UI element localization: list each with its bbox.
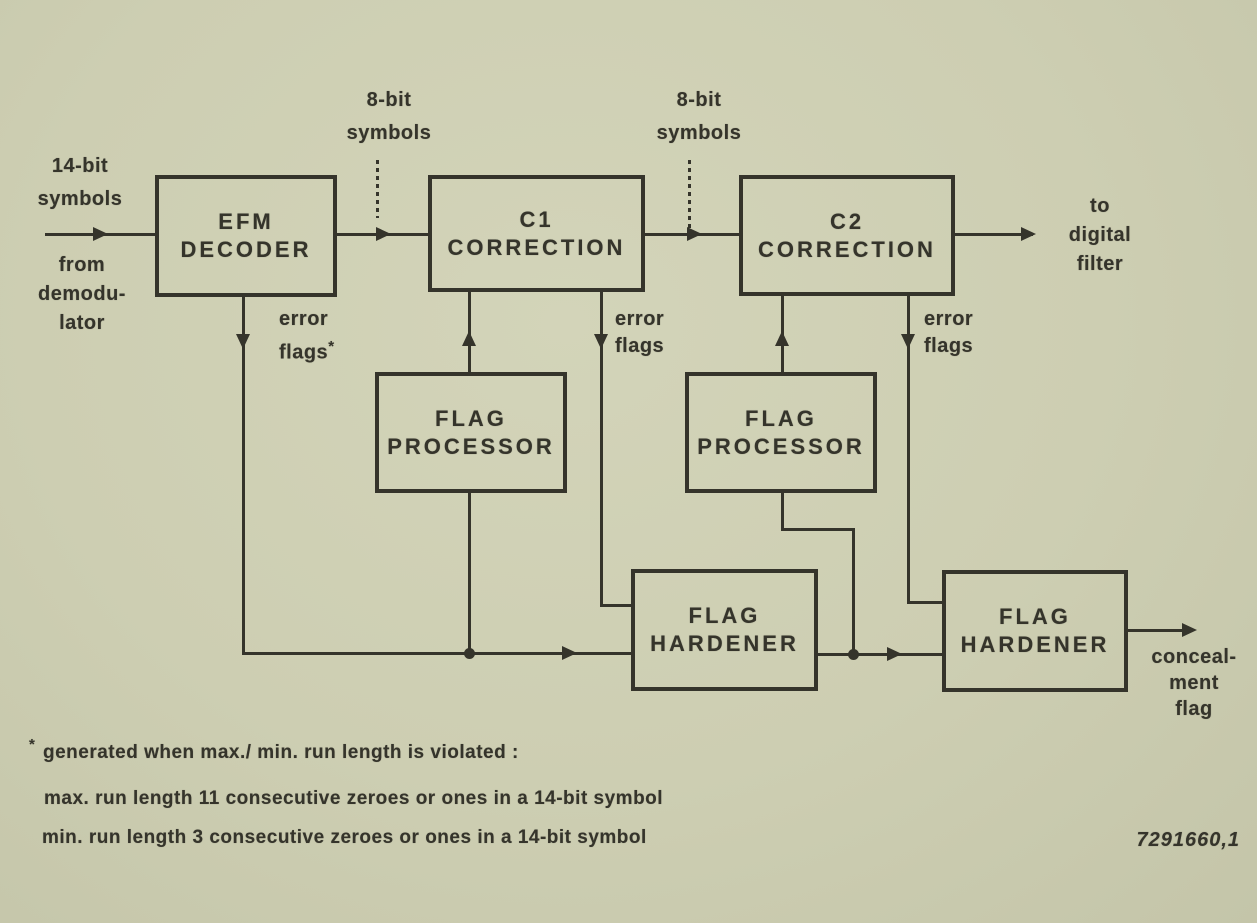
block-flag-processor-2: FLAG PROCESSOR [685, 372, 877, 493]
wire-c1-error-bend [600, 604, 633, 607]
arrow-right-input-icon [93, 227, 108, 241]
label-concealment-flag-line3: flag [1175, 698, 1213, 720]
label-from-demodulator: from demodu- lator [12, 251, 152, 338]
dotted-line-8bit-1 [376, 160, 379, 218]
block-c2-correction: C2 CORRECTION [739, 175, 955, 296]
block-flag-hardener-2-line2: HARDENER [960, 632, 1110, 657]
wire-c1-error-flags-drop [600, 292, 603, 607]
label-8-bit-symbols-1: 8-bit symbols [328, 84, 450, 150]
block-flag-processor-2-line1: FLAG [745, 405, 817, 431]
block-efm-decoder-line2: DECODER [180, 237, 312, 262]
wire-c2-error-bend [907, 601, 944, 604]
label-from-demodulator-line2: demodu- [38, 283, 126, 305]
label-8-bit-symbols-1-line2: symbols [346, 122, 432, 144]
label-error-flags-efm: error flags* [279, 306, 389, 367]
block-flag-processor-1-line2: PROCESSOR [387, 433, 555, 459]
label-14-bit-symbols-line1: 14-bit [51, 155, 109, 177]
label-error-flags-c1-line1: error [615, 308, 665, 330]
block-flag-hardener-2-line1: FLAG [999, 604, 1071, 629]
junction-dot-fp1-bus [464, 648, 475, 659]
label-14-bit-symbols-line2: symbols [37, 188, 123, 210]
footnote-line1: generated when max./ min. run length is … [43, 742, 519, 763]
label-14-bit-symbols: 14-bit symbols [15, 150, 145, 216]
arrow-down-efm-error-icon [236, 334, 250, 349]
label-error-flags-efm-line1: error [279, 308, 329, 330]
arrow-down-c1-error-icon [594, 334, 608, 349]
label-8-bit-symbols-1-line1: 8-bit [366, 89, 412, 111]
footnote-line3: min. run length 3 consecutive zeroes or … [42, 827, 647, 848]
junction-dot-fp2-bus [848, 649, 859, 660]
arrow-up-fp2-c2-icon [775, 331, 789, 346]
wire-fp2-drop-1 [781, 493, 784, 531]
wire-fh1-to-fh2 [818, 653, 944, 656]
wire-fp2-jog [783, 528, 855, 531]
label-error-flags-c1-line2: flags [615, 335, 665, 357]
footnote-marker: * [29, 736, 36, 753]
label-concealment-flag-line2: ment [1169, 672, 1219, 694]
label-to-digital-filter-line2: digital [1068, 224, 1132, 246]
block-c1-correction-line2: CORRECTION [447, 234, 626, 260]
label-to-digital-filter-line1: to [1090, 195, 1110, 217]
wire-flag-bus [243, 652, 631, 655]
block-efm-decoder-line1: EFM [218, 209, 274, 234]
label-error-flags-c2-line1: error [924, 308, 974, 330]
block-flag-hardener-2: FLAG HARDENER [942, 570, 1128, 692]
block-c2-correction-line2: CORRECTION [758, 236, 936, 262]
arrow-right-c1-c2-icon [687, 227, 702, 241]
block-flag-processor-2-line2: PROCESSOR [697, 433, 865, 459]
arrow-right-c2-output-icon [1021, 227, 1036, 241]
block-flag-processor-1-line1: FLAG [435, 405, 507, 431]
label-concealment-flag-line1: conceal- [1151, 646, 1237, 668]
block-efm-decoder: EFM DECODER [155, 175, 337, 297]
block-flag-hardener-1-line1: FLAG [688, 603, 761, 628]
wire-c2-error-flags-drop [907, 296, 910, 604]
label-error-flags-efm-line2-text: flags [279, 341, 329, 364]
arrow-up-fp1-c1-icon [462, 331, 476, 346]
block-c1-correction: C1 CORRECTION [428, 175, 645, 292]
block-flag-hardener-1-line2: HARDENER [650, 631, 799, 656]
label-8-bit-symbols-2-line1: 8-bit [676, 89, 722, 111]
arrow-down-c2-error-icon [901, 334, 915, 349]
label-from-demodulator-line1: from [58, 254, 106, 276]
label-error-flags-c1: error flags [615, 306, 725, 360]
label-to-digital-filter-line3: filter [1076, 253, 1124, 275]
arrow-right-fh1-fh2-icon [887, 647, 902, 661]
block-c1-correction-line1: C1 [519, 206, 554, 232]
label-error-flags-c2: error flags [924, 306, 1034, 360]
wire-fp2-drop-2 [852, 528, 855, 656]
wire-fp1-to-bus [468, 493, 471, 655]
label-8-bit-symbols-2-line2: symbols [656, 122, 742, 144]
arrow-right-concealment-icon [1182, 623, 1197, 637]
wire-efm-error-flags-drop [242, 297, 245, 655]
block-c2-correction-line1: C2 [829, 208, 865, 234]
label-from-demodulator-line3: lator [59, 312, 105, 334]
wire-c2-to-output [955, 233, 1033, 236]
wire-fh2-output [1128, 629, 1184, 632]
dotted-line-8bit-2 [688, 160, 691, 230]
label-error-flags-c2-line2: flags [924, 335, 974, 357]
figure-number: 7291660,1 [1136, 829, 1240, 851]
label-8-bit-symbols-2: 8-bit symbols [638, 84, 760, 150]
footnote-reference-asterisk: * [328, 338, 335, 355]
block-flag-processor-1: FLAG PROCESSOR [375, 372, 567, 493]
label-error-flags-efm-line2: flags* [279, 333, 389, 367]
block-flag-hardener-1: FLAG HARDENER [631, 569, 818, 691]
footnote-line2: max. run length 11 consecutive zeroes or… [44, 788, 664, 809]
label-to-digital-filter: to digital filter [1042, 192, 1158, 279]
arrow-right-bus-fh1-icon [562, 646, 577, 660]
label-concealment-flag: conceal- ment flag [1133, 644, 1255, 722]
arrow-right-efm-c1-icon [376, 227, 391, 241]
